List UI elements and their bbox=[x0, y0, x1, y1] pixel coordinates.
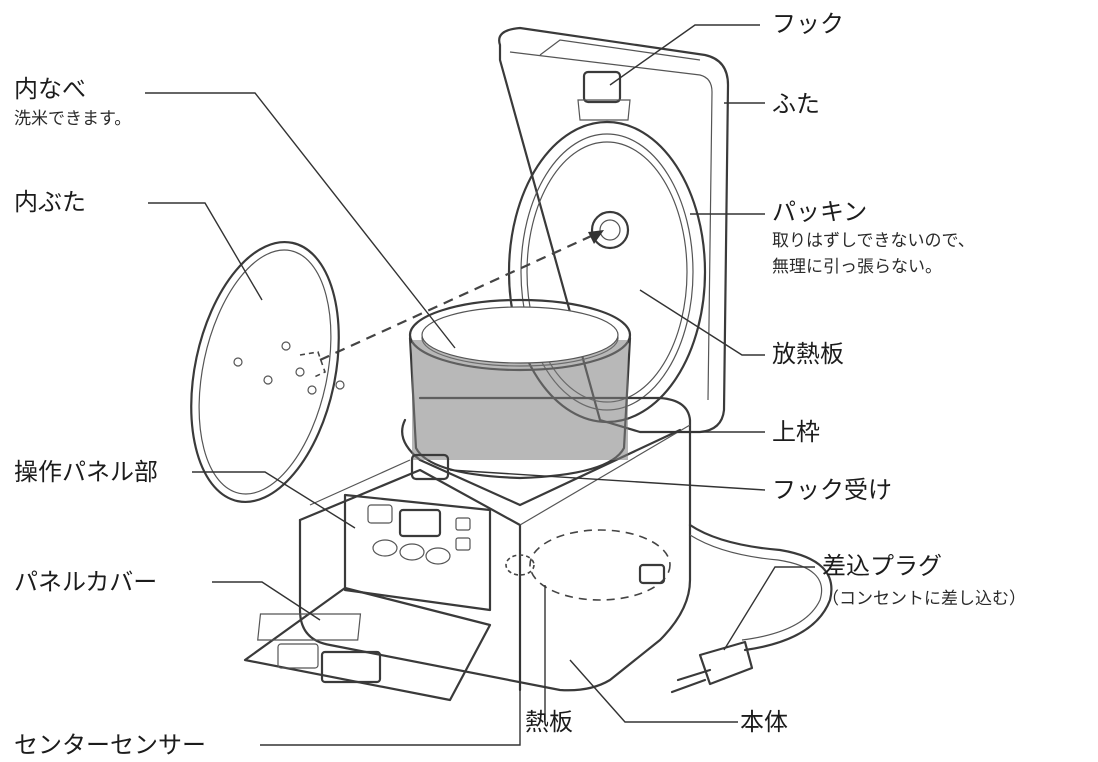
label-upper-frame: 上枠 bbox=[772, 418, 820, 446]
label-inner-pot: 内なべ bbox=[14, 75, 86, 103]
leader-inner-pot bbox=[145, 92, 456, 349]
leader-panel-cover bbox=[212, 581, 321, 621]
label-packing-note-1: 取りはずしできないので、 bbox=[772, 231, 975, 251]
leader-body bbox=[569, 659, 738, 723]
steam-vent bbox=[590, 210, 630, 250]
leader-control-panel bbox=[192, 471, 356, 529]
leader-inner-lid bbox=[148, 202, 263, 301]
power-cord bbox=[688, 523, 833, 652]
label-control-panel: 操作パネル部 bbox=[14, 458, 158, 486]
control-panel-outline bbox=[343, 493, 492, 612]
label-radiator-plate: 放熱板 bbox=[772, 340, 844, 368]
leader-hook bbox=[609, 24, 760, 86]
label-center-sensor: センターセンサー bbox=[14, 731, 206, 759]
label-plug: 差込プラグ bbox=[822, 552, 942, 580]
label-body: 本体 bbox=[740, 708, 788, 736]
leader-center-sensor bbox=[260, 578, 521, 746]
leader-hook-receiver bbox=[449, 469, 766, 491]
label-hook: フック bbox=[772, 10, 844, 38]
label-inner-pot-note: 洗米できます。 bbox=[14, 109, 132, 129]
label-heat-plate: 熱板 bbox=[525, 708, 573, 736]
leader-plug bbox=[723, 566, 815, 651]
plug-shape bbox=[698, 640, 754, 686]
hook-shape bbox=[582, 70, 622, 104]
label-packing: パッキン bbox=[772, 198, 868, 226]
lid-outline bbox=[498, 26, 730, 434]
inner-lid-disc bbox=[190, 240, 340, 504]
label-plug-note: （コンセントに差し込む） bbox=[822, 589, 1026, 609]
leader-radiator bbox=[639, 289, 765, 356]
hook-receiver-shape bbox=[410, 453, 450, 481]
label-panel-cover: パネルカバー bbox=[14, 568, 158, 596]
label-hook-receiver: フック受け bbox=[772, 476, 892, 504]
label-lid: ふた bbox=[772, 90, 820, 118]
panel-cover-outline bbox=[243, 586, 492, 702]
label-inner-lid: 内ぶた bbox=[14, 188, 86, 216]
label-packing-note-2: 無理に引っ張らない。 bbox=[772, 257, 942, 277]
